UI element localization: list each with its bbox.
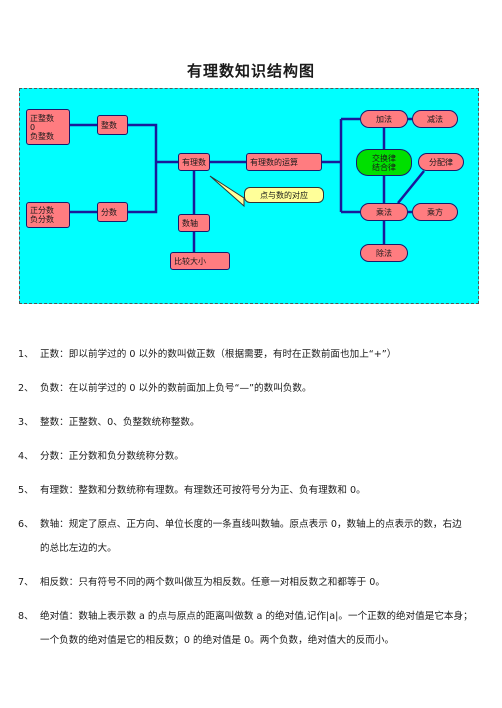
knowledge-structure-diagram: 正整数 0 负整数 整数 正分数 负分数 分数 有理数 有理数的运算 点与数的对… (19, 88, 479, 304)
node-power: 乘方 (412, 203, 458, 221)
list-item: 7、相反数：只有符号不同的两个数叫做互为相反数。任意一对相反数之和都等于 0。 (18, 577, 385, 588)
node-integer: 整数 (97, 115, 128, 135)
list-item: 6、数轴：规定了原点、正方向、单位长度的一条直线叫数轴。原点表示 0，数轴上的点… (18, 519, 462, 554)
bracket-integer-fraction (128, 123, 158, 214)
list-item: 5、有理数：整数和分数统称有理数。有理数还可按符号分为正、负有理数和 0。 (18, 485, 366, 496)
node-divide: 除法 (360, 244, 408, 262)
definition-list: 1、正数：即以前学过的 0 以外的数叫做正数（根据需要，有时在正数前面也加上“+… (18, 347, 488, 667)
line-multiply-distributive (397, 170, 425, 204)
connector-lines (70, 117, 425, 252)
list-item: 4、分数：正分数和负分数统称分数。 (18, 451, 184, 462)
node-fraction: 分数 (97, 202, 128, 222)
node-rational: 有理数 (178, 153, 210, 171)
node-commutative-associative: 交换律 结合律 (356, 149, 412, 176)
node-distributive: 分配律 (418, 153, 464, 171)
node-operations: 有理数的运算 (246, 153, 322, 171)
node-number-line: 数轴 (178, 214, 210, 232)
list-item: 8、绝对值：数轴上表示数 a 的点与原点的距离叫做数 a 的绝对值,记作|a|。… (18, 611, 473, 646)
node-add: 加法 (360, 110, 408, 128)
node-fractions-group: 正分数 负分数 (26, 202, 70, 228)
callout-point-number-correspondence: 点与数的对应 (244, 187, 324, 203)
list-item: 2、负数：在以前学过的 0 以外的数前面加上负号“—”的数叫负数。 (18, 383, 312, 394)
list-item: 1、正数：即以前学过的 0 以外的数叫做正数（根据需要，有时在正数前面也加上“+… (18, 349, 397, 360)
page-title: 有理数知识结构图 (186, 62, 315, 80)
node-multiply: 乘法 (360, 203, 408, 221)
node-subtract: 减法 (412, 110, 458, 128)
node-compare: 比较大小 (170, 252, 230, 270)
callout-pointer (209, 175, 245, 208)
node-integers-group: 正整数 0 负整数 (26, 109, 70, 145)
list-item: 3、整数：正整数、0、负整数统称整数。 (18, 417, 200, 428)
